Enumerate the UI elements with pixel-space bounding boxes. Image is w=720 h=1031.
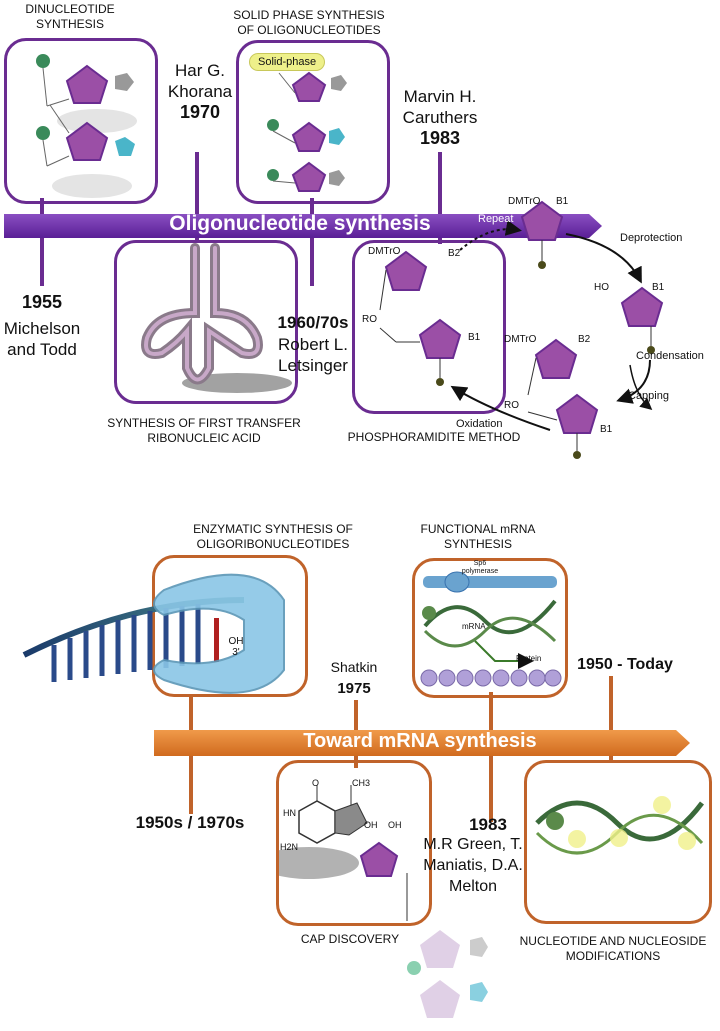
shatkin-name: Shatkin	[330, 659, 378, 675]
functional-mrna-box	[412, 558, 568, 698]
solid-phase-box: Solid-phase	[236, 40, 390, 204]
letsinger-name: Robert L. Letsinger	[278, 335, 348, 375]
cap-oh-1: OH	[364, 820, 378, 830]
letsinger-year: 1960/70s	[277, 313, 349, 332]
cycle-b2-3: B2	[448, 248, 461, 259]
today-year: 1950 - Today	[577, 656, 673, 673]
cap-discovery-label: CAP DISCOVERY	[300, 932, 400, 946]
cap-ch3: CH3	[352, 778, 371, 788]
cycle-ho: HO	[594, 282, 609, 293]
modifications-label: NUCLEOTIDE AND NUCLEOSIDE MODIFICATIONS	[519, 934, 707, 963]
modifications-illustration	[535, 796, 704, 855]
solid-phase-illustration	[267, 71, 347, 192]
khorana-name: Har G. Khorana	[167, 61, 233, 101]
connector-michelson	[40, 198, 44, 286]
green-year: 1983	[469, 815, 507, 834]
connector-today	[609, 676, 613, 760]
cap-oh-2: OH	[388, 820, 402, 830]
khorana-year: 1970	[179, 102, 221, 122]
cycle-dmtro-2: DMTrO	[504, 334, 537, 345]
enzymatic-label: ENZYMATIC SYNTHESIS OF OLIGORIBONUCLEOTI…	[193, 522, 353, 551]
sp6-label: Sp6 polymerase	[461, 560, 499, 575]
cycle-b2-2: B2	[578, 334, 591, 345]
cap-o: O	[312, 778, 320, 788]
cycle-oxidation: Oxidation	[456, 418, 503, 430]
faded-nucleotide-illustration	[407, 930, 488, 1018]
trna-illustration	[141, 243, 292, 393]
caruthers-year: 1983	[419, 128, 461, 148]
protein-label: Protein	[516, 654, 542, 663]
cycle-dmtro-3: DMTrO	[368, 246, 401, 257]
functional-mrna-illustration	[420, 571, 562, 687]
years-1950s-1970s: 1950s / 1970s	[135, 813, 245, 832]
mrna-timeline-title: Toward mRNA synthesis	[303, 730, 537, 752]
pentagon-2	[65, 121, 109, 161]
cycle-repeat: Repeat	[478, 213, 514, 225]
solid-phase-tag: Solid-phase	[249, 53, 326, 71]
caruthers-name: Marvin H. Caruthers	[402, 87, 478, 127]
mrna-timeline-arrow	[154, 730, 690, 756]
cap-box	[259, 760, 432, 926]
oligonucleotide-timeline-arrow	[4, 214, 602, 238]
cycle-condensation: Condensation	[636, 350, 704, 362]
cycle-dmtro-1: DMTrO	[508, 196, 541, 207]
cap-h2n: H2N	[280, 842, 299, 852]
solid-phase-label: SOLID PHASE SYNTHESIS OF OLIGONUCLEOTIDE…	[233, 8, 385, 37]
cycle-b1-3: B1	[600, 424, 613, 435]
phosphate-1	[36, 54, 50, 68]
cycle-b1-4: B1	[468, 332, 481, 343]
mrna-label: mRNA	[462, 622, 486, 631]
cap-hn: HN	[283, 808, 296, 818]
dinucleotide-illustration	[36, 54, 137, 198]
michelson-year: 1955	[21, 292, 63, 312]
connector-green	[489, 692, 493, 822]
phosphoramidite-cycle	[379, 200, 664, 459]
base-grey	[115, 73, 134, 91]
connector-caruthers	[438, 152, 442, 244]
phosphoramidite-label: PHOSPHORAMIDITE METHOD	[347, 430, 521, 444]
cap-illustration	[259, 785, 408, 921]
cycle-b1-1: B1	[556, 196, 569, 207]
enzymatic-illustration	[22, 573, 285, 694]
oligonucleotide-timeline-title: Oligonucleotide synthesis	[169, 212, 431, 235]
modifications-box	[524, 760, 712, 924]
michelson-name: Michelson and Todd	[3, 319, 81, 359]
trna-label: SYNTHESIS OF FIRST TRANSFER RIBONUCLEIC …	[107, 416, 301, 445]
shatkin-year: 1975	[337, 680, 371, 697]
pentagon-1	[65, 64, 109, 104]
phosphate-2	[36, 126, 50, 140]
phosphoramidite-box	[352, 240, 506, 414]
functional-mrna-label: FUNCTIONAL mRNA SYNTHESIS	[420, 522, 536, 551]
connector-khorana	[195, 152, 199, 242]
enzymatic-box	[152, 555, 308, 697]
connector-letsinger	[310, 198, 314, 286]
cycle-capping: Capping	[628, 390, 669, 402]
green-names: M.R Green, T. Maniatis, D.A. Melton	[423, 836, 523, 895]
base-cyan	[115, 137, 135, 156]
cycle-b1-2: B1	[652, 282, 665, 293]
cycle-deprotection: Deprotection	[620, 232, 683, 244]
cycle-ro-2: RO	[504, 400, 519, 411]
trna-box	[114, 240, 298, 404]
cycle-ro-3: RO	[362, 314, 377, 325]
dinucleotide-box	[4, 38, 158, 204]
dinucleotide-synthesis-label: DINUCLEOTIDE SYNTHESIS	[25, 2, 115, 31]
oh3-label: OH 3'	[228, 636, 244, 658]
